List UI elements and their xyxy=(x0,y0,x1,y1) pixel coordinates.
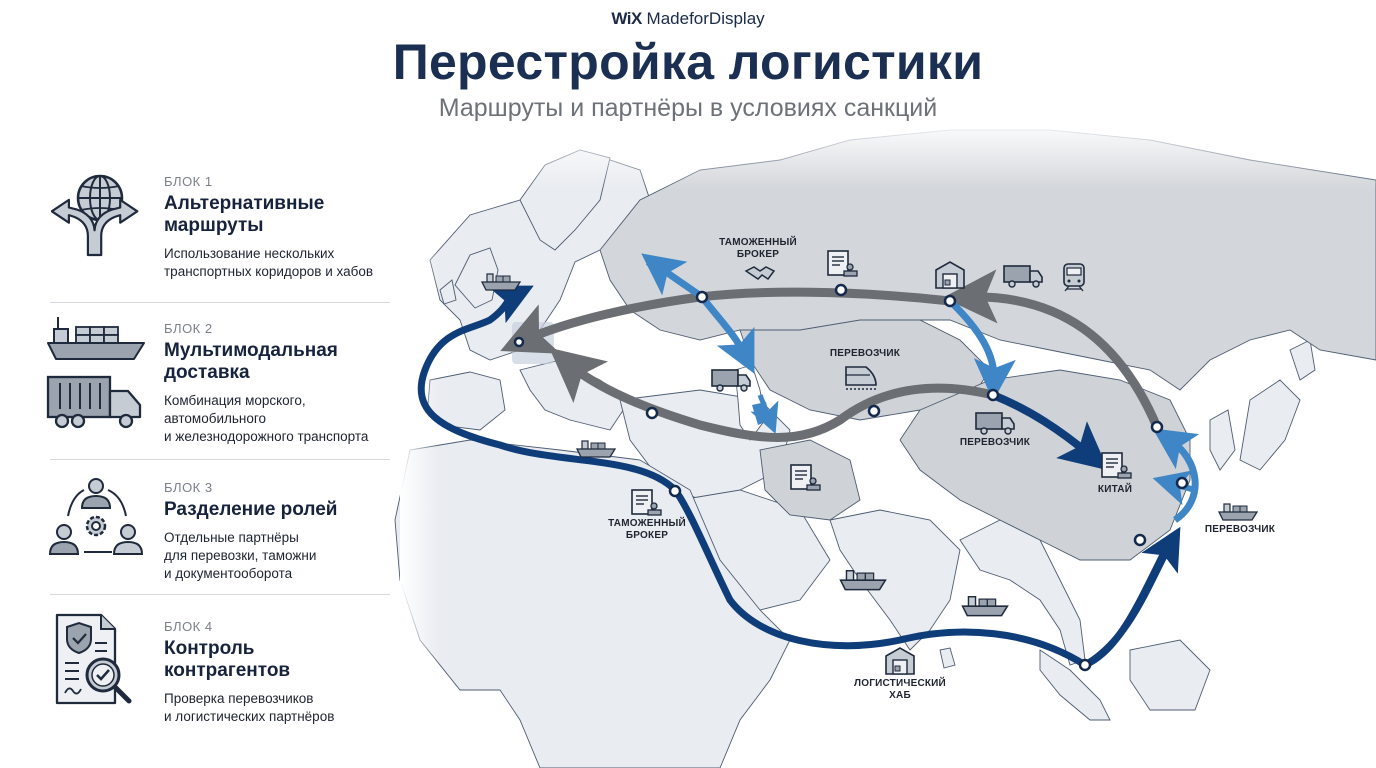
heading-line: контрагентов xyxy=(164,660,291,681)
block-heading: Разделение ролей xyxy=(164,499,338,521)
block-label: БЛОК 4 xyxy=(164,619,213,634)
block-alternative-routes: БЛОК 1 Альтернативные маршруты Использов… xyxy=(40,168,392,288)
route-siberia-kazakhstan xyxy=(947,298,1016,401)
block-4-text: БЛОК 4 Контроль контрагентов Проверка пе… xyxy=(152,613,334,726)
brand-logo: WiX MadeforDisplay xyxy=(0,9,1376,29)
route-sea-suez xyxy=(417,285,1172,669)
cargo-ship-icon xyxy=(1218,503,1258,521)
brand-suffix: MadeforDisplay xyxy=(646,9,765,28)
document-stamp-icon xyxy=(827,250,858,277)
high-speed-train-icon xyxy=(845,366,877,390)
desc-line: и логистических партнёров xyxy=(164,709,335,724)
desc-line: Отдельные партнёры xyxy=(164,530,299,545)
globe-split-arrows-icon xyxy=(40,168,152,268)
block-label: БЛОК 1 xyxy=(164,174,213,189)
label-china: КИТАЙ xyxy=(1097,484,1133,495)
label-line: ТАМОЖЕННЫЙ xyxy=(719,237,797,248)
document-stamp-icon xyxy=(1101,452,1132,479)
label-line: ТАМОЖЕННЫЙ xyxy=(608,518,686,529)
heading-line: Разделение ролей xyxy=(164,499,338,520)
label-line: ЛОГИСТИЧЕСКИЙ xyxy=(854,678,946,689)
handshake-icon xyxy=(744,266,776,281)
desc-line: Проверка перевозчиков xyxy=(164,691,314,706)
cargo-ship-icon xyxy=(961,596,1009,617)
divider xyxy=(50,459,390,460)
label-customs-broker-suez: ТАМОЖЕННЫЙ БРОКЕР xyxy=(597,518,697,542)
train-icon xyxy=(1063,263,1085,292)
block-label: БЛОК 3 xyxy=(164,480,213,495)
truck-icon xyxy=(1003,265,1043,288)
document-inspection-icon xyxy=(40,613,152,713)
block-heading: Альтернативные маршруты xyxy=(164,193,373,237)
desc-line: Использование нескольких xyxy=(164,246,335,261)
cargo-ship-icon xyxy=(481,273,521,291)
block-description: Использование нескольких транспортных ко… xyxy=(164,245,373,281)
brand-wix: WiX xyxy=(611,9,642,28)
page-subtitle: Маршруты и партнёры в условиях санкций xyxy=(438,94,938,122)
label-carrier-china-west: ПЕРЕВОЗЧИК xyxy=(959,437,1031,448)
team-roles-gear-icon xyxy=(40,474,152,564)
divider xyxy=(50,302,390,303)
desc-line: для перевозки, таможни xyxy=(164,548,317,563)
block-multimodal-delivery: БЛОК 2 Мультимодальная доставка Комбинац… xyxy=(40,315,392,475)
route-middle-corridor xyxy=(549,347,995,442)
document-stamp-icon xyxy=(790,464,821,491)
truck-icon xyxy=(711,369,751,392)
label-line: БРОКЕР xyxy=(736,249,780,260)
block-description: Комбинация морского, автомобильного и же… xyxy=(164,392,368,446)
block-role-separation: БЛОК 3 Разделение ролей Отдельные партнё… xyxy=(40,474,392,600)
route-northern-corridor xyxy=(943,269,1162,429)
desc-line: и железнодорожного транспорта xyxy=(164,429,369,444)
block-3-text: БЛОК 3 Разделение ролей Отдельные партнё… xyxy=(152,474,338,583)
block-description: Проверка перевозчиков и логистических па… xyxy=(164,690,334,726)
label-line: БРОКЕР xyxy=(625,530,669,541)
heading-line: Контроль xyxy=(164,638,255,659)
block-counterparty-control: БЛОК 4 Контроль контрагентов Проверка пе… xyxy=(40,613,392,743)
ship-truck-icon xyxy=(40,315,152,433)
desc-line: Комбинация морского, xyxy=(164,393,306,408)
land-masses xyxy=(394,149,1316,768)
label-logistics-hub: ЛОГИСТИЧЕСКИЙ ХАБ xyxy=(845,678,955,702)
heading-line: Мультимодальная xyxy=(164,340,338,361)
heading-line: доставка xyxy=(164,362,250,383)
block-description: Отдельные партнёры для перевозки, таможн… xyxy=(164,529,338,583)
document-stamp-icon xyxy=(631,489,662,516)
cargo-ship-icon xyxy=(839,570,887,591)
divider xyxy=(50,594,390,595)
block-1-text: БЛОК 1 Альтернативные маршруты Использов… xyxy=(152,168,373,281)
desc-line: транспортных коридоров и хабов xyxy=(164,264,374,279)
label-carrier-central: ПЕРЕВОЗЧИК xyxy=(829,348,901,359)
desc-line: и документооборота xyxy=(164,566,293,581)
heading-line: маршруты xyxy=(164,215,264,236)
warehouse-icon xyxy=(885,647,915,675)
block-heading: Мультимодальная доставка xyxy=(164,340,368,384)
block-2-text: БЛОК 2 Мультимодальная доставка Комбинац… xyxy=(152,315,368,446)
warehouse-icon xyxy=(935,261,965,289)
desc-line: автомобильного xyxy=(164,411,266,426)
label-customs-broker-north: ТАМОЖЕННЫЙ БРОКЕР xyxy=(708,237,808,261)
route-china-coast xyxy=(1152,428,1200,523)
truck-icon xyxy=(975,412,1015,435)
heading-line: Альтернативные xyxy=(164,193,325,214)
block-label: БЛОК 2 xyxy=(164,321,213,336)
block-heading: Контроль контрагентов xyxy=(164,638,334,682)
route-stpetersburg-black-sea xyxy=(699,294,755,374)
route-nodes xyxy=(513,283,1189,672)
strategy-blocks: БЛОК 1 Альтернативные маршруты Использов… xyxy=(40,168,392,743)
label-line: ХАБ xyxy=(889,690,911,701)
page-title: Перестройка логистики xyxy=(392,34,984,90)
cargo-ship-icon xyxy=(576,440,616,458)
label-carrier-sea-east: ПЕРЕВОЗЧИК xyxy=(1204,524,1276,535)
